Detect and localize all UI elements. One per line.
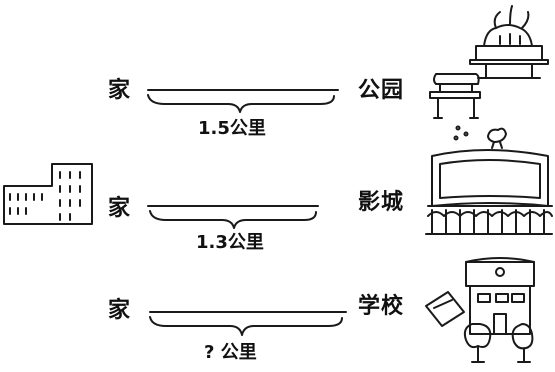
distance-label-school: ? 公里 — [204, 342, 257, 363]
distance-line-3 — [149, 311, 347, 336]
destination-label-cinema: 影城 — [358, 190, 405, 215]
distance-line-2 — [147, 205, 319, 229]
home-label-2: 家 — [108, 196, 132, 221]
destination-label-school: 学校 — [358, 294, 405, 319]
school-icon — [425, 257, 535, 363]
park-icon — [429, 5, 549, 149]
distance-label-cinema: 1.3公里 — [196, 232, 264, 253]
home-buildings-icon — [3, 163, 93, 225]
home-label-3: 家 — [108, 298, 132, 323]
destination-label-park: 公园 — [358, 78, 405, 103]
home-label-1: 家 — [108, 78, 132, 103]
distance-label-park: 1.5公里 — [198, 118, 266, 139]
cinema-icon — [425, 149, 553, 235]
distance-line-1 — [147, 89, 339, 113]
